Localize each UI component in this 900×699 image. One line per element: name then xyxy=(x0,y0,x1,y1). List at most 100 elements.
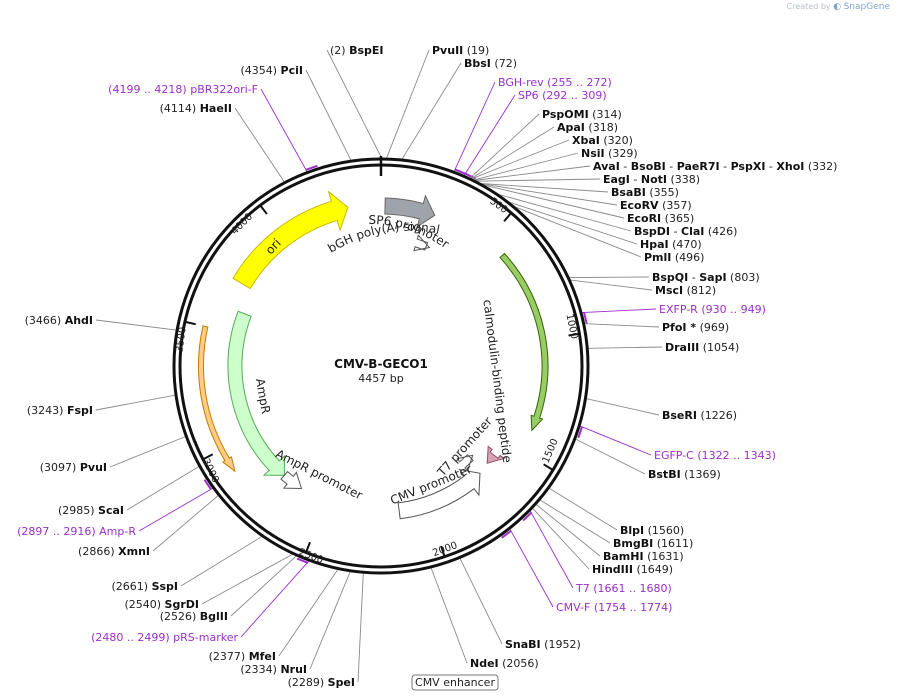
leader-line xyxy=(201,553,293,605)
credit-text: Created by xyxy=(786,2,831,11)
primer-mark xyxy=(582,311,588,324)
leader-line xyxy=(463,94,516,176)
leader-line xyxy=(326,49,382,159)
tick-mark xyxy=(305,541,311,552)
leader-line xyxy=(584,323,660,328)
leader-line xyxy=(386,49,430,159)
tick-mark xyxy=(543,463,553,471)
primer-mark xyxy=(577,426,584,439)
enzyme-label: BspDI - ClaI (426) xyxy=(634,225,737,238)
leader-line xyxy=(535,504,601,557)
primer-label: T7 (1661 .. 1680) xyxy=(575,582,672,595)
leader-line xyxy=(539,499,611,544)
leader-line xyxy=(234,107,285,183)
feature-arrow-cmv xyxy=(397,468,481,520)
leader-line xyxy=(529,510,574,589)
enzyme-label: (4354) PciI xyxy=(240,64,303,77)
enzyme-label: EcoRI (365) xyxy=(627,212,694,225)
snapgene-logo-icon: ◐ xyxy=(833,2,842,12)
leader-line xyxy=(476,178,601,182)
enzyme-label: NdeI (2056) xyxy=(470,657,539,670)
cmv-enhancer-label: CMV enhancer xyxy=(415,676,495,689)
leader-line xyxy=(180,536,263,587)
tick-mark xyxy=(203,453,214,460)
leader-line xyxy=(570,279,653,291)
tick-label: 1000 xyxy=(563,313,579,340)
enzyme-label: BbsI (72) xyxy=(464,57,517,70)
feature-arrow-sp6 xyxy=(413,234,431,252)
leader-line xyxy=(586,398,660,416)
leader-line xyxy=(109,436,186,468)
leader-line xyxy=(498,193,632,232)
enzyme-label: SnaBI (1952) xyxy=(505,638,581,651)
leader-line xyxy=(309,571,351,670)
feature-arrow-t7 xyxy=(456,454,474,472)
primer-mark xyxy=(203,479,212,491)
snapgene-credit: Created by ◐ SnapGene xyxy=(787,2,890,12)
enzyme-label: BstBI (1369) xyxy=(648,468,721,481)
enzyme-label: EcoRV (357) xyxy=(620,199,692,212)
primer-mark xyxy=(501,529,512,539)
feature-label-ampr: AmpR xyxy=(253,377,273,415)
enzyme-label: ApaI (318) xyxy=(557,121,618,134)
plasmid-name: CMV-B-GECO1 xyxy=(334,357,428,371)
primer-label: (4199 .. 4218) pBR322ori-F xyxy=(108,83,258,96)
leader-line xyxy=(278,569,339,657)
leader-line xyxy=(401,62,462,160)
leader-line xyxy=(588,346,663,349)
primer-label: (2897 .. 2916) Amp-R xyxy=(17,525,136,538)
leader-line xyxy=(230,555,297,617)
enzyme-label: (4114) HaeII xyxy=(160,102,232,115)
enzyme-label: PmlI (496) xyxy=(644,251,704,264)
leader-line xyxy=(260,88,308,172)
leader-line xyxy=(549,487,618,531)
feature-arrow-orange xyxy=(198,325,236,473)
primer-mark xyxy=(296,557,309,564)
feature-label-cbp: calmodulin-binding peptide xyxy=(480,299,514,464)
feature-arrow-ori xyxy=(232,190,349,290)
leader-line xyxy=(240,560,310,638)
enzyme-label: (3097) PvuI xyxy=(40,461,107,474)
tick-mark xyxy=(260,205,268,215)
cmv-enhancer-box: CMV enhancer xyxy=(411,674,499,691)
feature-arrow-marker xyxy=(486,445,506,464)
credit-brand: SnapGene xyxy=(843,2,890,12)
leader-line xyxy=(459,558,503,645)
leader-lines xyxy=(95,49,663,683)
tick-label: 2500 xyxy=(297,547,325,566)
leader-line xyxy=(481,183,618,206)
feature-arrow-ampr-promoter xyxy=(280,470,303,489)
enzyme-label: AvaI - BsoBI - PaeR7I - PspXI - XhoI (33… xyxy=(593,160,837,173)
leader-line xyxy=(471,139,570,180)
leader-line xyxy=(138,487,213,532)
enzyme-label: (2334) NruI xyxy=(240,663,307,676)
primer-label: BGH-rev (255 .. 272) xyxy=(498,76,612,89)
enzyme-label: BseRI (1226) xyxy=(662,409,737,422)
enzyme-label: (2661) SspI xyxy=(111,580,178,593)
enzyme-label: HpaI (470) xyxy=(640,238,702,251)
primer-mark xyxy=(454,168,467,175)
enzyme-label: (2540) SgrDI xyxy=(124,598,199,611)
enzyme-label: (2985) ScaI xyxy=(58,504,124,517)
enzyme-label: PspOMI (314) xyxy=(542,108,622,121)
leader-line xyxy=(470,126,555,179)
leader-line xyxy=(508,201,638,245)
enzyme-label: BlpI (1560) xyxy=(620,524,684,537)
tick-mark xyxy=(568,332,579,337)
leader-line xyxy=(579,425,652,456)
enzyme-label: BspQI - SapI (803) xyxy=(652,271,760,284)
leader-line xyxy=(95,394,176,411)
tick-mark xyxy=(440,545,446,557)
enzyme-label: HindIII (1649) xyxy=(592,563,673,576)
enzyme-label: EagI - NotI (338) xyxy=(603,173,700,186)
primer-label: EGFP-C (1322 .. 1343) xyxy=(654,449,776,462)
enzyme-label: (2866) XmnI xyxy=(78,545,150,558)
leader-line xyxy=(509,528,554,608)
primer-mark xyxy=(305,164,318,171)
leader-line xyxy=(483,184,625,219)
leader-line xyxy=(474,165,591,181)
tick-label: 3500 xyxy=(174,326,188,353)
primer-mark xyxy=(522,511,533,522)
